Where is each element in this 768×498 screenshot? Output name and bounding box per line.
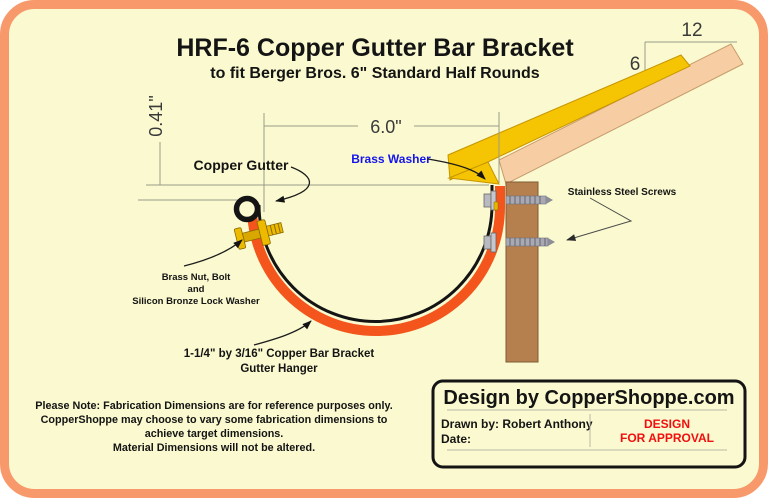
svg-text:Please Note: Fabrication Dimen: Please Note: Fabrication Dimensions are … xyxy=(35,400,392,412)
pitch-run-label: 12 xyxy=(681,20,702,41)
approval-stamp-line2: FOR APPROVAL xyxy=(620,431,714,445)
callout-brass-washer: Brass Washer xyxy=(351,152,431,166)
stainless-screw-bottom xyxy=(483,232,555,253)
brass-washer xyxy=(493,201,499,211)
copper-bar-bracket xyxy=(247,186,505,336)
svg-text:and: and xyxy=(188,284,205,295)
svg-text:Material Dimensions will not b: Material Dimensions will not be altered. xyxy=(113,442,315,454)
brass-bolt-assembly xyxy=(233,219,284,250)
approval-stamp-line1: DESIGN xyxy=(644,417,690,431)
dim-offset-label: 0.41" xyxy=(146,95,166,136)
callout-stainless-screws: Stainless Steel Screws xyxy=(568,187,677,198)
brass-washer-arrow xyxy=(427,158,486,180)
callout-gutter-hanger: 1-1/4" by 3/16" Copper Bar Bracket Gutte… xyxy=(184,348,375,375)
svg-text:Brass Nut, Bolt: Brass Nut, Bolt xyxy=(162,272,231,283)
svg-text:achieve target dimensions.: achieve target dimensions. xyxy=(145,428,284,440)
drawn-by-label: Drawn by: Robert Anthony xyxy=(441,417,593,431)
dimension-lines xyxy=(138,41,737,212)
title-block-border xyxy=(431,379,747,469)
svg-text:Gutter Hanger: Gutter Hanger xyxy=(240,363,318,375)
fabrication-note: Please Note: Fabrication Dimensions are … xyxy=(35,400,392,454)
hanger-arrow xyxy=(253,320,312,346)
gutter-bead xyxy=(233,195,261,223)
screws-leader xyxy=(566,197,633,241)
brass-nut-arrow xyxy=(183,239,243,267)
svg-text:CopperShoppe may choose to var: CopperShoppe may choose to vary some fab… xyxy=(41,414,388,426)
fascia-board xyxy=(505,181,539,363)
dim-width-label: 6.0" xyxy=(370,117,401,137)
svg-text:Silicon Bronze Lock Washer: Silicon Bronze Lock Washer xyxy=(132,296,260,307)
callout-copper-gutter: Copper Gutter xyxy=(194,157,289,173)
title-block-heading: Design by CopperShoppe.com xyxy=(443,387,734,409)
callout-brass-nut: Brass Nut, Bolt and Silicon Bronze Lock … xyxy=(132,272,260,307)
drip-edge-end-fold xyxy=(447,161,500,185)
svg-text:1-1/4" by 3/16" Copper Bar Bra: 1-1/4" by 3/16" Copper Bar Bracket xyxy=(184,348,375,360)
date-label: Date: xyxy=(441,432,471,446)
stainless-screw-top xyxy=(483,190,553,211)
page-subtitle: to fit Berger Bros. 6" Standard Half Rou… xyxy=(210,65,540,82)
copper-gutter-arrow xyxy=(275,166,311,203)
pitch-rise-label: 6 xyxy=(630,54,641,75)
drip-edge xyxy=(447,54,691,181)
gutter-profile xyxy=(257,185,494,323)
page-title: HRF-6 Copper Gutter Bar Bracket xyxy=(176,34,574,62)
title-block: Design by CopperShoppe.com Drawn by: Rob… xyxy=(431,379,747,469)
